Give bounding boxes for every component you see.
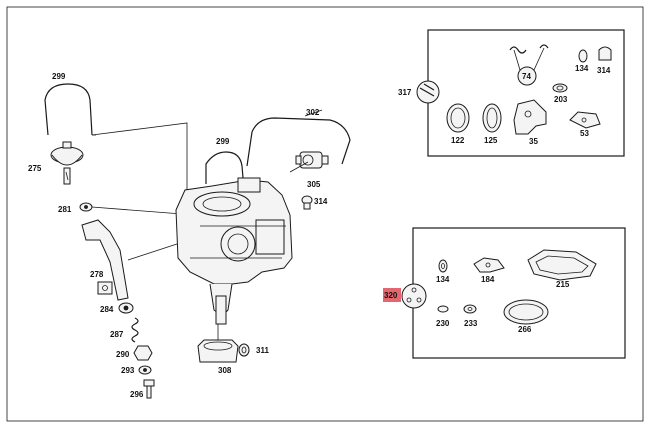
washer-293	[138, 365, 152, 375]
label-299-center: 299	[216, 137, 230, 146]
vacuum-actuator-275	[50, 141, 84, 185]
label-233: 233	[464, 319, 478, 328]
label-281: 281	[58, 205, 72, 214]
clamp-308	[197, 339, 239, 363]
label-134-lower: 134	[436, 275, 450, 284]
hose-299-left	[44, 83, 93, 136]
nut-281	[79, 202, 93, 212]
nut-290	[133, 345, 153, 361]
label-203: 203	[554, 95, 568, 104]
hose-302	[246, 117, 351, 167]
label-284: 284	[100, 305, 114, 314]
washer-203	[552, 83, 568, 93]
label-293: 293	[121, 366, 135, 375]
seal-134-upper	[578, 49, 588, 63]
valve-305	[295, 151, 329, 169]
clip-284	[118, 302, 134, 314]
label-314-left: 314	[314, 197, 328, 206]
washer-233	[463, 304, 477, 314]
bracket-278	[81, 219, 129, 301]
carburetor-body	[175, 177, 293, 325]
kit-box-lower	[412, 227, 626, 359]
spring-287	[131, 317, 139, 343]
label-299-left: 299	[52, 72, 66, 81]
label-184: 184	[481, 275, 495, 284]
label-311: 311	[256, 346, 269, 355]
plate-53	[569, 111, 601, 129]
label-230: 230	[436, 319, 450, 328]
outer-border	[6, 6, 644, 422]
label-302: 302	[306, 108, 320, 117]
lever-35	[513, 99, 547, 135]
label-275: 275	[28, 164, 42, 173]
washer-230	[437, 305, 449, 313]
gasket-215	[527, 249, 597, 281]
label-74: 74	[522, 72, 531, 81]
label-215: 215	[556, 280, 570, 289]
seal-134-lower	[438, 259, 448, 273]
cap-314-left	[301, 195, 313, 210]
label-125: 125	[484, 136, 498, 145]
screw-296	[143, 379, 155, 399]
label-35: 35	[529, 137, 538, 146]
highlight-320	[383, 288, 401, 302]
label-296: 296	[130, 390, 144, 399]
ring-311	[238, 343, 250, 357]
spring-set-74	[509, 44, 549, 86]
label-314-upper: 314	[597, 66, 611, 75]
label-317: 317	[398, 88, 412, 97]
label-287: 287	[110, 330, 124, 339]
diaphragm-320	[401, 283, 427, 309]
label-290: 290	[116, 350, 130, 359]
label-278: 278	[90, 270, 104, 279]
gasket-266	[503, 299, 549, 325]
label-134-upper: 134	[575, 64, 589, 73]
gasket-125	[482, 103, 502, 133]
tool-317	[416, 80, 440, 104]
label-122: 122	[451, 136, 465, 145]
leader-299	[91, 122, 188, 222]
label-308: 308	[218, 366, 232, 375]
gasket-184	[473, 257, 505, 273]
label-266: 266	[518, 325, 532, 334]
gasket-122	[446, 103, 470, 133]
label-320: 320	[384, 291, 398, 300]
hose-299-center	[205, 151, 244, 184]
cap-314-upper	[598, 46, 612, 61]
label-305: 305	[307, 180, 321, 189]
label-53: 53	[580, 129, 589, 138]
